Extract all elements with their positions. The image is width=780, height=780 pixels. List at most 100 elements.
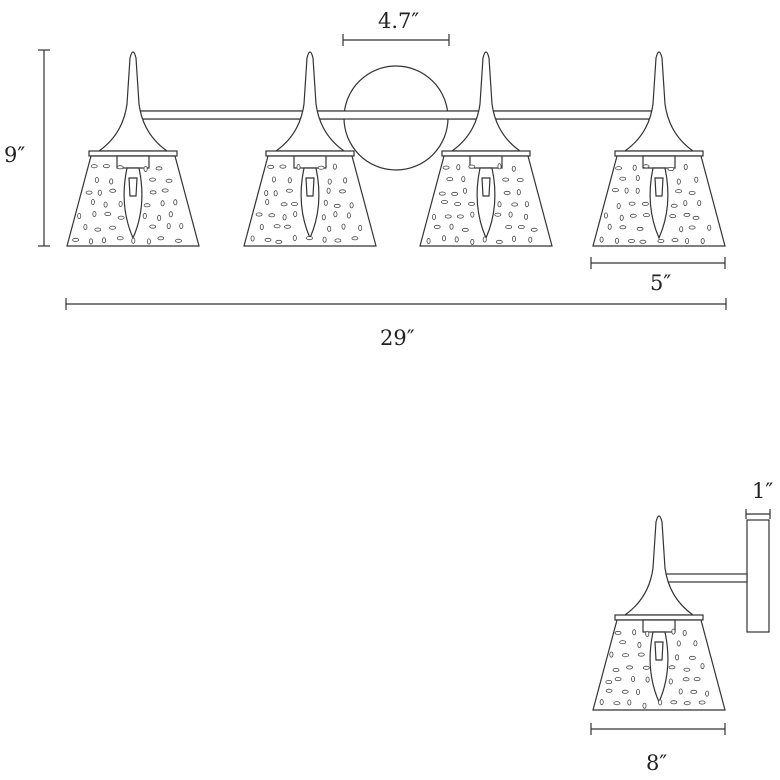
- shade-bubble: [609, 651, 614, 658]
- shade-bubble: [267, 164, 275, 169]
- shade-bubble: [271, 176, 276, 183]
- shade-bubble: [668, 678, 673, 685]
- shade-bubble: [631, 676, 636, 683]
- shade-bubble: [658, 699, 663, 706]
- shade-rim: [88, 150, 178, 157]
- shade-bubble: [619, 214, 624, 221]
- shade-bubble: [637, 652, 645, 657]
- shade-bubble: [671, 628, 676, 635]
- shade-bubble: [456, 214, 464, 219]
- shade-bubble: [291, 201, 298, 206]
- total-width-dimension: 29″: [65, 298, 727, 350]
- shade-bubble: [349, 202, 354, 209]
- shade-bubble: [599, 236, 604, 243]
- bulb-filament: [128, 177, 138, 197]
- shade-bubble: [103, 164, 110, 169]
- shade-bubble: [619, 640, 627, 645]
- shade-bubble: [505, 224, 513, 229]
- shade-bubble: [456, 164, 461, 171]
- shade-bubble: [109, 188, 117, 193]
- shade-bubble: [470, 238, 475, 245]
- shade-bubble: [160, 200, 165, 207]
- shade-bubble: [117, 215, 125, 220]
- shade-bubble: [287, 177, 292, 184]
- shade-bubble: [296, 163, 301, 170]
- shade-bubble: [146, 238, 151, 245]
- shade-bubble: [426, 237, 431, 244]
- shade-bubble: [682, 630, 687, 637]
- shade-bubble: [118, 200, 123, 207]
- shade-bubble: [317, 165, 325, 170]
- shade-bubble: [273, 224, 281, 229]
- shade-bubble: [642, 201, 649, 206]
- shade-rim: [441, 150, 531, 157]
- shade-bubble: [255, 212, 263, 217]
- shade-bubble: [346, 212, 351, 219]
- shade-bubble: [142, 212, 147, 219]
- shade-bubble: [292, 234, 297, 241]
- lamp-stem: [450, 51, 522, 152]
- shade-bubble: [92, 210, 97, 217]
- side-backplate: [746, 519, 770, 633]
- shade-bubble: [667, 166, 675, 171]
- shade-bubble: [685, 237, 690, 244]
- shade-bubble: [358, 224, 363, 231]
- shade-bubble: [279, 164, 287, 169]
- shade-bubble: [461, 176, 466, 183]
- shade-bubble: [149, 177, 157, 182]
- shade-bubble: [275, 239, 283, 244]
- shade-bubble: [441, 235, 446, 242]
- shade-bubble: [700, 238, 705, 245]
- shade-bubble: [643, 213, 650, 218]
- shade-bubble: [639, 239, 647, 244]
- shade-bubble: [693, 640, 698, 647]
- shade-bubble: [454, 236, 459, 243]
- total-width-label: 29″: [380, 326, 415, 350]
- candle-bulb: [649, 167, 669, 240]
- shade-bubble: [511, 165, 516, 172]
- shade-bubble: [166, 223, 171, 230]
- shade-bubble: [671, 238, 679, 243]
- bulb-filament: [654, 177, 664, 197]
- shade-bubble: [683, 200, 688, 207]
- fixture-bar-front: [139, 110, 661, 120]
- shade-bubble: [293, 211, 298, 218]
- shade-bubble: [468, 164, 476, 169]
- shade-bubble: [323, 199, 328, 206]
- shade-bubble: [83, 223, 88, 230]
- shade-bubble: [462, 187, 467, 194]
- shade-bubble: [334, 238, 342, 243]
- shade-bubble: [343, 177, 348, 184]
- shade-bubble: [678, 688, 683, 695]
- side-shade: [592, 515, 726, 711]
- shade-rim: [265, 150, 355, 157]
- shade-bubble: [470, 211, 475, 218]
- shade-bubble: [77, 212, 82, 219]
- shade-bubble: [636, 689, 641, 696]
- side-arm: [665, 573, 748, 583]
- shade-bubble: [149, 224, 157, 229]
- lamp-1: [66, 51, 200, 247]
- shade-bubble: [614, 677, 622, 682]
- shade-bubble: [626, 665, 633, 670]
- lamp-stem: [623, 51, 695, 152]
- shade-width-label: 5″: [650, 271, 671, 295]
- shade-bubble: [668, 665, 676, 670]
- shade-bubble: [109, 178, 114, 185]
- shade-bubble: [85, 190, 93, 195]
- shade-bubble: [284, 224, 291, 229]
- shade-bubble: [516, 177, 524, 182]
- shade-bubble: [629, 213, 637, 218]
- shade-bubble: [524, 213, 529, 220]
- front-view: 9″ 4.7″ 5″ 29″: [4, 9, 727, 350]
- lamp-2: [243, 51, 377, 247]
- shade-bubble: [508, 211, 513, 218]
- backplate-depth-label: 1″: [752, 479, 773, 503]
- shade-bubble: [165, 178, 173, 183]
- socket-cup: [642, 619, 676, 633]
- shade-bubble: [461, 227, 469, 232]
- shade-bubble: [497, 163, 502, 170]
- shade-bubble: [700, 663, 705, 670]
- shade-bubble: [528, 236, 533, 243]
- shade-bubble: [143, 165, 148, 172]
